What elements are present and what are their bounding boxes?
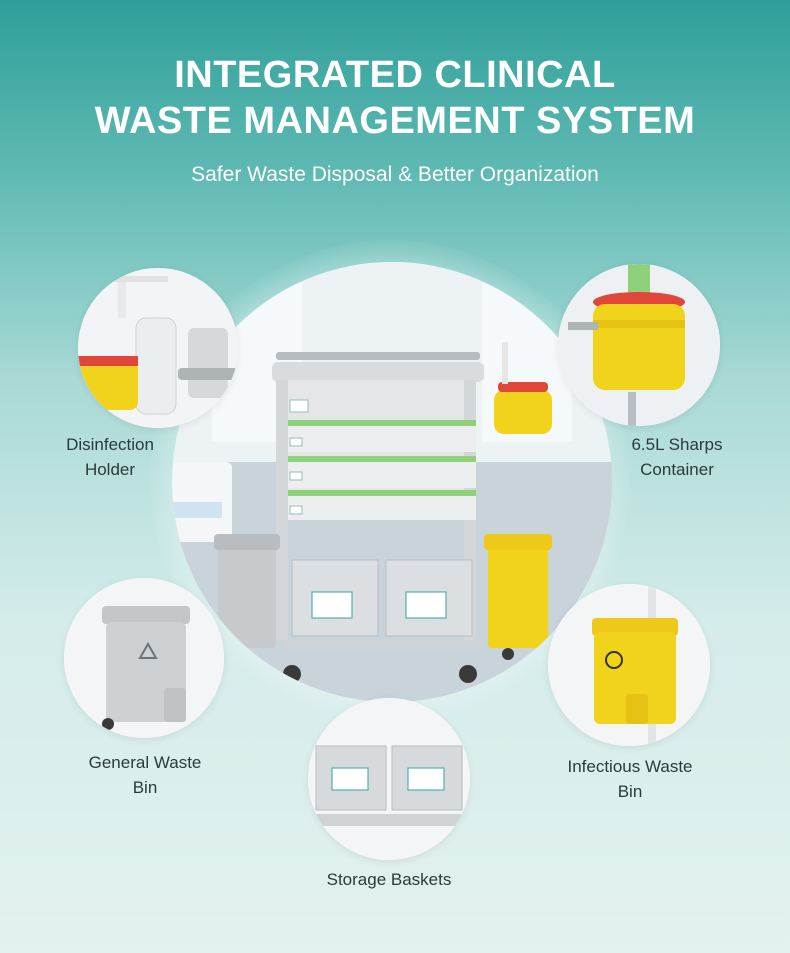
general-waste-bin-label: General Waste Bin (88, 753, 202, 797)
disinfection-holder-label: Disinfection Holder (66, 435, 154, 479)
infectious-waste-bin-label: Infectious Waste Bin (567, 757, 693, 801)
sharps-container-label: 6.5L Sharps Container (631, 435, 723, 479)
general-waste-bin-image (64, 578, 224, 738)
page-subtitle: Safer Waste Disposal & Better Organizati… (191, 163, 599, 186)
storage-baskets-image (308, 698, 470, 860)
disinfection-holder-image (78, 268, 238, 428)
trolley-image (172, 262, 612, 702)
biohazard-icon (605, 651, 623, 669)
title-line-2: WASTE MANAGEMENT SYSTEM (94, 100, 696, 142)
page-title: INTEGRATED CLINICAL WASTE MANAGEMENT SYS… (0, 52, 790, 144)
recycle-icon (138, 641, 158, 659)
sharps-container-image (558, 264, 720, 426)
infectious-waste-bin-image (548, 584, 710, 746)
storage-baskets-label: Storage Baskets (326, 870, 452, 889)
title-line-1: INTEGRATED CLINICAL (174, 54, 616, 96)
